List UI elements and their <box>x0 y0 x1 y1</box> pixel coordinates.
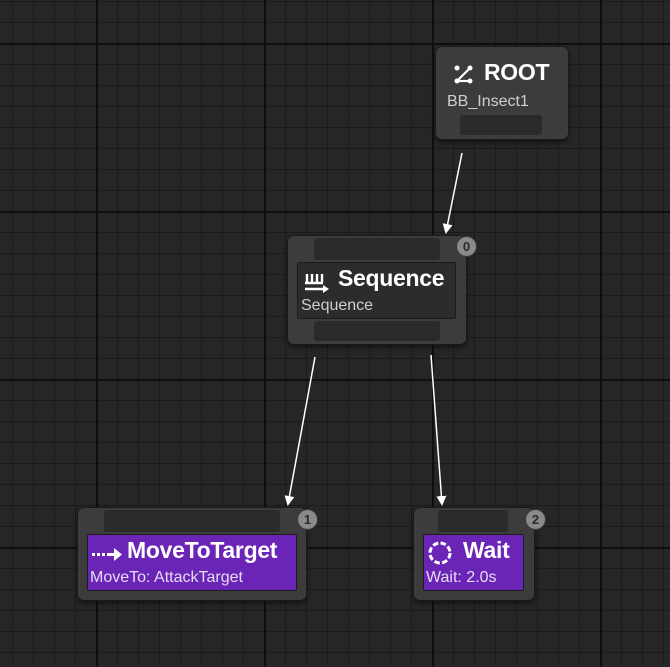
sequence-body: Sequence Sequence <box>297 262 456 319</box>
root-title: ROOT <box>484 59 550 85</box>
wait-subtitle: Wait: 2.0s <box>426 569 497 586</box>
movetotarget-node[interactable]: MoveToTarget MoveTo: AttackTarget <box>78 508 306 600</box>
sequence-input-pin[interactable] <box>314 238 440 260</box>
wait-dashed-circle-icon <box>426 539 454 572</box>
root-body: ROOT BB_Insect1 <box>444 55 560 113</box>
wire-sequence-to-movetotarget <box>284 356 316 506</box>
sequence-title: Sequence <box>338 265 445 291</box>
wire-root-to-sequence <box>442 152 463 234</box>
wait-title: Wait <box>463 537 510 563</box>
wire-sequence-to-wait <box>430 354 447 506</box>
wait-node[interactable]: Wait Wait: 2.0s <box>414 508 534 600</box>
sequence-icon <box>303 271 331 300</box>
sequence-output-pin[interactable] <box>314 321 440 341</box>
movetotarget-title: MoveToTarget <box>127 537 278 563</box>
movetotarget-subtitle: MoveTo: AttackTarget <box>90 569 243 586</box>
sequence-node[interactable]: Sequence Sequence <box>288 236 466 344</box>
wait-body: Wait Wait: 2.0s <box>423 534 524 591</box>
root-node[interactable]: ROOT BB_Insect1 <box>436 47 568 139</box>
root-output-pin[interactable] <box>460 115 542 135</box>
wait-input-pin[interactable] <box>438 510 508 532</box>
sequence-subtitle: Sequence <box>301 297 374 314</box>
root-subtitle: BB_Insect1 <box>447 93 529 110</box>
root-tree-icon <box>453 63 475 90</box>
movetotarget-input-pin[interactable] <box>104 510 280 532</box>
movetotarget-body: MoveToTarget MoveTo: AttackTarget <box>87 534 297 591</box>
move-arrow-icon <box>91 546 123 567</box>
sequence-index-badge: 0 <box>457 237 476 256</box>
wait-index-badge: 2 <box>526 510 545 529</box>
movetotarget-index-badge: 1 <box>298 510 317 529</box>
